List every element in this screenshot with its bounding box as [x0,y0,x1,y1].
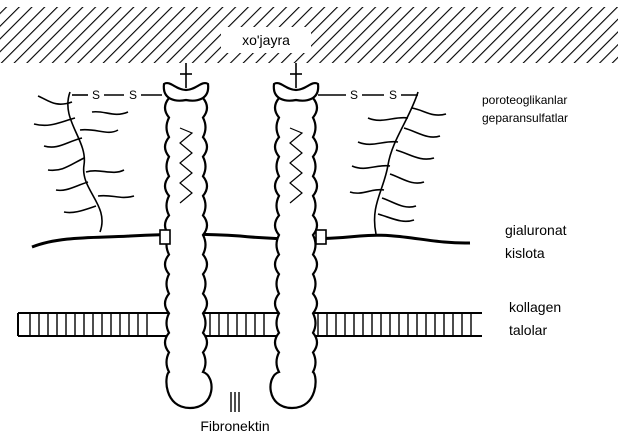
interchain-bonds [231,392,239,412]
fibronectin-chain-left-body [165,98,212,408]
proteoglycan-left-branch-5 [56,182,88,190]
disulfide-left-s2: S [129,88,137,102]
collagen-fibrils [18,313,482,336]
disulfide-right: S S [318,88,418,102]
proteoglycan-left-branch-6 [64,206,96,213]
proteoglycan-left-core [68,92,102,232]
proteoglycan-right-branch-4 [390,174,424,183]
fibronectin-chain-right [270,63,318,408]
proteoglycan-right-branch-10 [378,214,414,221]
proteoglycan-left-branch-2 [34,118,75,125]
proteoglycan-right-branch-3 [396,150,434,159]
proteoglycan-right-branch-9 [350,190,384,193]
label-collagen-1: kollagen [509,299,561,315]
proteoglycan-right-branch-8 [352,166,390,169]
collagen-striations [30,313,471,336]
fibronectin-chain-right-body [270,98,317,408]
label-fibronectin: Fibronektin [200,418,269,434]
legend-labels: poroteoglikanlar geparansulfatlar gialur… [482,93,568,338]
proteoglycan-right-branch-7 [358,142,398,145]
proteoglycan-left-branch-8 [86,170,124,172]
label-proteoglycans-1: poroteoglikanlar [482,93,567,107]
label-proteoglycans-2: geparansulfatlar [482,111,568,125]
proteoglycan-left-branch-4 [48,158,84,170]
fibronectin-chain-left [164,63,212,408]
label-hyaluronic-1: gialuronat [505,222,567,238]
disulfide-left: S S [72,88,162,102]
label-collagen-2: talolar [509,322,547,338]
disulfide-right-s2: S [389,88,397,102]
proteoglycan-left-branch-9 [98,196,134,198]
proteoglycan-left-branch-1 [38,96,72,104]
label-hyaluronic-2: kislota [505,245,545,261]
proteoglycan-right [350,92,446,234]
proteoglycan-left-branch-10 [92,112,128,115]
disulfide-left-s1: S [92,88,100,102]
proteoglycan-right-branch-6 [368,118,408,121]
hyaluronic-notch-1 [160,230,170,244]
proteoglycan-right-core [375,92,418,234]
cell-membrane: xo'jayra [0,7,618,63]
proteoglycan-left-branch-3 [44,138,82,147]
hyaluronic-acid-strand [32,234,470,247]
proteoglycan-right-branch-5 [382,198,416,207]
cell-label: xo'jayra [242,32,290,48]
hyaluronic-notch-2 [316,230,326,244]
proteoglycan-right-branch-1 [412,108,446,115]
disulfide-right-s1: S [350,88,358,102]
proteoglycan-left [34,92,134,232]
proteoglycan-left-branch-7 [80,130,118,133]
proteoglycan-right-branch-2 [404,128,440,137]
